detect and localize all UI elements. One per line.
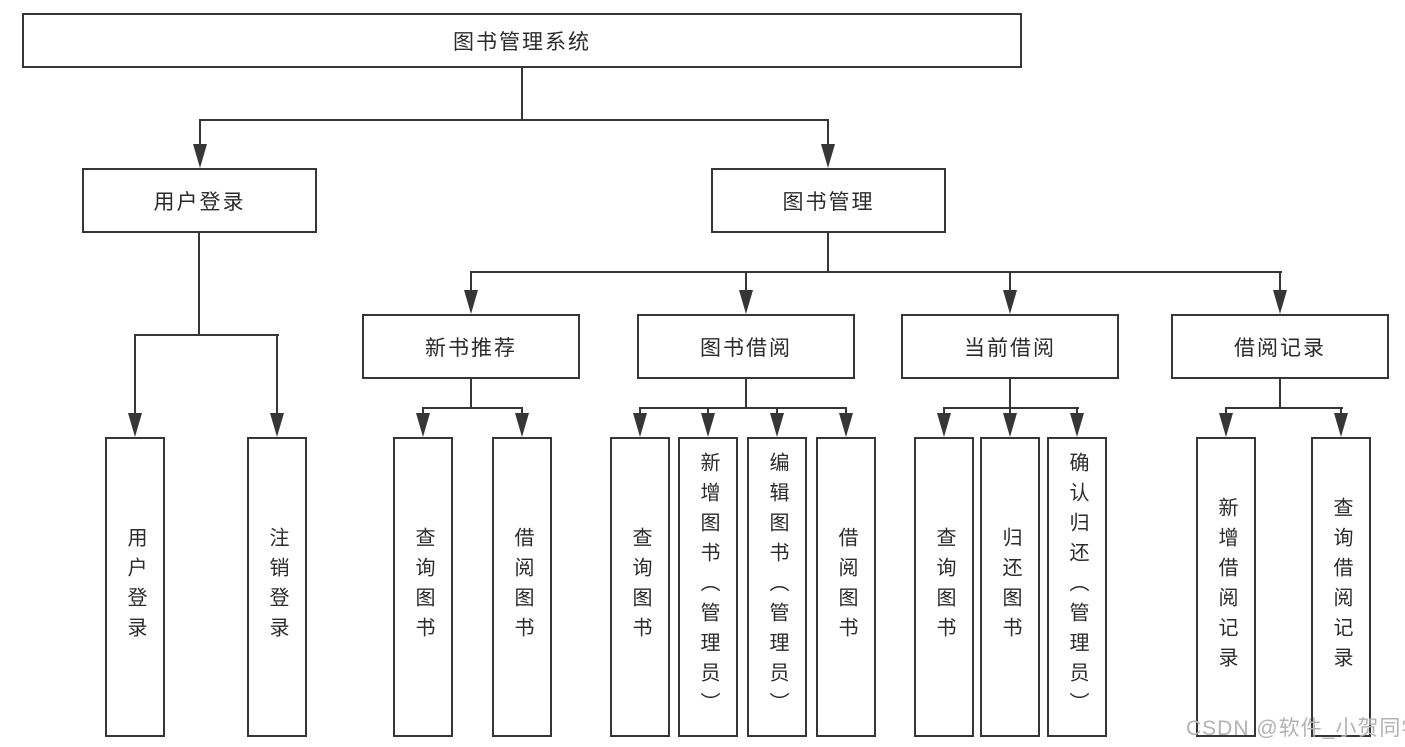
edge-root-stem	[521, 68, 523, 121]
arrow-down-icon	[633, 413, 647, 437]
edge-leaf-stub	[1340, 408, 1342, 416]
leaf-borrow-books-rec: 借阅图书	[492, 437, 552, 737]
edge-book-mgmt-rail	[470, 271, 1282, 273]
arrow-down-icon	[1003, 413, 1017, 437]
edge-to-book-mgmt	[827, 120, 829, 146]
edge-leaf-stub	[1009, 408, 1011, 416]
edge-leaf-stub	[943, 408, 945, 416]
arrow-down-icon	[270, 413, 284, 437]
arrow-down-icon	[1219, 413, 1233, 437]
edge-leaf-stub	[521, 408, 523, 416]
edge-book-borrow-stem	[745, 379, 747, 409]
leaf-add-borrow-record: 新增借阅记录	[1196, 437, 1256, 737]
edge-leaf-stub	[776, 408, 778, 416]
arrow-down-icon	[1273, 290, 1287, 314]
edge-user-login-rail	[134, 334, 279, 336]
arrow-down-icon	[770, 413, 784, 437]
edge-leaf-stub	[1076, 408, 1078, 416]
arrow-down-icon	[839, 413, 853, 437]
leaf-user-login: 用户登录	[105, 437, 165, 737]
arrow-down-icon	[821, 144, 835, 168]
csdn-watermark: CSDN @软件_小贺同学	[1186, 717, 1405, 740]
node-new-book-rec: 新书推荐	[362, 314, 580, 379]
edge-to-leaf-logout	[276, 335, 278, 415]
edge-to-leaf-login	[134, 335, 136, 415]
leaf-query-borrow-record: 查询借阅记录	[1311, 437, 1371, 737]
leaf-confirm-return-admin: 确认归还（管理员）	[1047, 437, 1107, 737]
edge-to-user-login	[199, 120, 201, 146]
arrow-down-icon	[701, 413, 715, 437]
node-user-login: 用户登录	[82, 168, 317, 233]
edge-to-current-borrow	[1009, 272, 1011, 292]
edge-leaf-stub	[422, 408, 424, 416]
edge-user-login-stem	[198, 233, 200, 336]
leaf-query-books-rec: 查询图书	[393, 437, 453, 737]
edge-book-borrow-rail	[639, 407, 847, 409]
edge-to-new-book	[470, 272, 472, 292]
arrow-down-icon	[464, 290, 478, 314]
node-borrow-records: 借阅记录	[1171, 314, 1389, 379]
edge-current-borrow-rail	[943, 407, 1079, 409]
edge-new-book-rail	[422, 407, 523, 409]
edge-leaf-stub	[1225, 408, 1227, 416]
arrow-down-icon	[1003, 290, 1017, 314]
edge-to-borrow-records	[1279, 272, 1281, 292]
edge-leaf-stub	[845, 408, 847, 416]
leaf-query-books-current: 查询图书	[914, 437, 974, 737]
edge-leaf-stub	[707, 408, 709, 416]
edge-borrow-records-stem	[1279, 379, 1281, 409]
edge-leaf-stub	[639, 408, 641, 416]
edge-current-borrow-stem	[1009, 379, 1011, 409]
leaf-return-books: 归还图书	[980, 437, 1040, 737]
arrow-down-icon	[1334, 413, 1348, 437]
leaf-logout: 注销登录	[247, 437, 307, 737]
arrow-down-icon	[1070, 413, 1084, 437]
edge-book-mgmt-stem	[827, 233, 829, 273]
arrow-down-icon	[416, 413, 430, 437]
node-book-borrow: 图书借阅	[637, 314, 855, 379]
arrow-down-icon	[739, 290, 753, 314]
arrow-down-icon	[515, 413, 529, 437]
node-root: 图书管理系统	[22, 13, 1022, 68]
arrow-down-icon	[128, 413, 142, 437]
edge-borrow-records-rail	[1225, 407, 1343, 409]
arrow-down-icon	[937, 413, 951, 437]
edge-root-rail	[199, 119, 829, 121]
leaf-edit-books-admin: 编辑图书（管理员）	[747, 437, 807, 737]
leaf-borrow-books: 借阅图书	[816, 437, 876, 737]
leaf-add-books-admin: 新增图书（管理员）	[678, 437, 738, 737]
node-book-mgmt: 图书管理	[711, 168, 946, 233]
edge-to-book-borrow	[745, 272, 747, 292]
arrow-down-icon	[193, 144, 207, 168]
leaf-query-books-borrow: 查询图书	[610, 437, 670, 737]
edge-new-book-stem	[470, 379, 472, 409]
node-current-borrow: 当前借阅	[901, 314, 1119, 379]
